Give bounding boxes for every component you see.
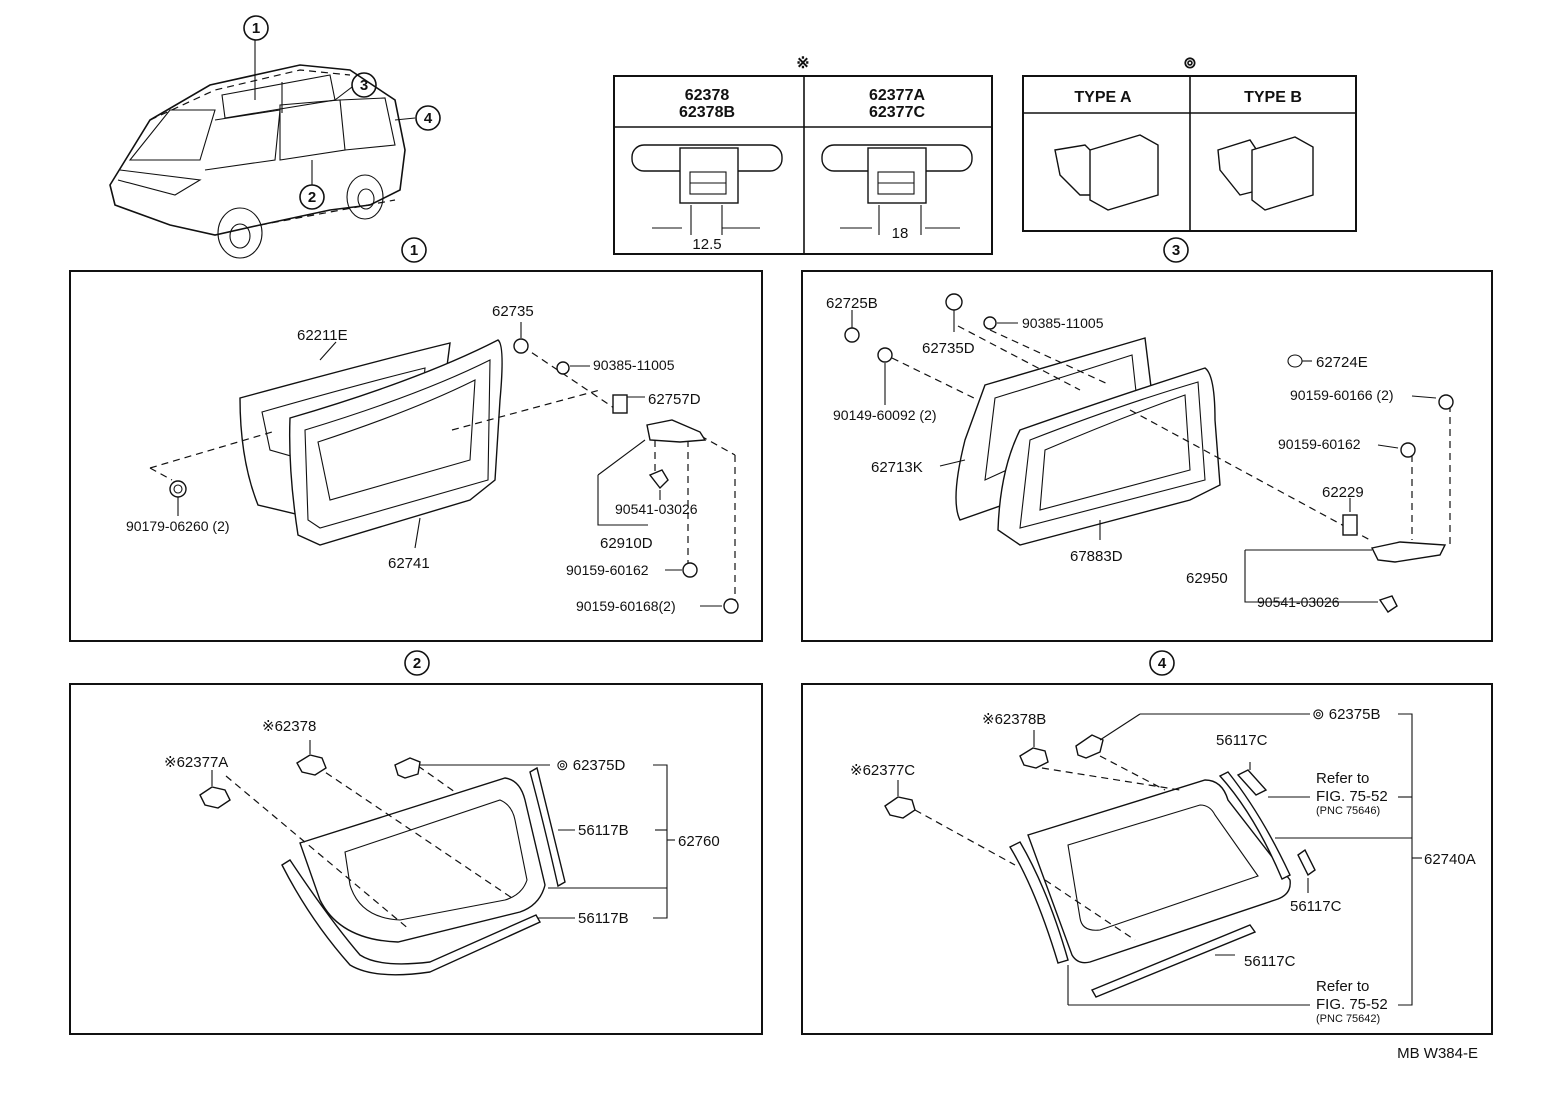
van-callout-3-text: 3: [360, 77, 368, 94]
clip-dim-2: 18: [892, 225, 909, 242]
s1-label-90159-b: 90159-60168(2): [576, 598, 676, 614]
s2-label-62375d: ⊚ 62375D: [556, 757, 625, 774]
s1-label-90159-a: 90159-60162: [566, 562, 649, 578]
s4-label-fig-2: FIG. 75-52: [1316, 996, 1388, 1013]
s2-label-62760: 62760: [678, 833, 720, 850]
s4-label-pnc-1: (PNC 75646): [1316, 805, 1380, 817]
s2-label-62378: ※62378: [262, 718, 316, 735]
s4-label-refer-1: Refer to: [1316, 770, 1369, 787]
footer-code: MB W384-E: [1397, 1045, 1478, 1062]
clip-col1-line2: 62378B: [679, 104, 735, 121]
s3-label-90159-b: 90159-60162: [1278, 436, 1361, 452]
van-callout-4: [415, 105, 441, 131]
type-table-symbol: ⊚: [1183, 55, 1196, 72]
type-table: ⊚ TYPE A TYPE B: [1022, 55, 1357, 232]
type-a-label: TYPE A: [1074, 89, 1132, 106]
section-4-callout: [1149, 650, 1175, 676]
van-illustration: 1 3 4 2: [109, 15, 441, 259]
s1-label-90385: 90385-11005: [593, 357, 675, 373]
s3-label-67883d: 67883D: [1070, 548, 1123, 565]
s3-label-62950: 62950: [1186, 570, 1228, 587]
s2-label-56117b-1: 56117B: [578, 822, 629, 839]
clip-col2-line1: 62377A: [869, 87, 925, 104]
s2-label-56117b-2: 56117B: [578, 910, 629, 927]
s1-label-62741: 62741: [388, 555, 430, 572]
s4-label-pnc-2: (PNC 75642): [1316, 1013, 1380, 1025]
clip-col2-line2: 62377C: [869, 104, 925, 121]
section-2-number: 2: [413, 655, 421, 672]
van-callout-1-text: 1: [252, 20, 260, 37]
section-3-panel: 62725B 62735D 90385-11005 90149-60092 (2…: [801, 270, 1493, 642]
s1-label-62735: 62735: [492, 303, 534, 320]
s4-label-62375b: ⊚ 62375B: [1312, 706, 1380, 723]
s4-label-refer-2: Refer to: [1316, 978, 1369, 995]
s4-label-56117c-3: 56117C: [1244, 953, 1296, 970]
section-1-panel: 62211E 62735 90385-11005 62757D 90179-06…: [69, 270, 763, 642]
s4-label-62378b: ※62378B: [982, 711, 1046, 728]
van-callout-2-text: 2: [308, 189, 316, 206]
s1-label-62211e: 62211E: [297, 327, 348, 344]
asterisk-clip-table: ※ 62378 62378B 62377A 62377C 12.5 18: [613, 55, 993, 255]
clip-col1-line1: 62378: [685, 87, 730, 104]
s3-label-62735d: 62735D: [922, 340, 975, 357]
section-1-callout: [401, 237, 427, 263]
asterisk-note: ※: [796, 55, 809, 72]
s3-label-90159-a: 90159-60166 (2): [1290, 387, 1394, 403]
s2-label-62377a: ※62377A: [164, 754, 228, 771]
s3-label-62229: 62229: [1322, 484, 1364, 501]
s4-label-fig-1: FIG. 75-52: [1316, 788, 1388, 805]
s3-label-90385: 90385-11005: [1022, 315, 1104, 331]
section-4-number: 4: [1158, 655, 1167, 672]
s1-label-90541: 90541-03026: [615, 501, 698, 517]
s3-label-62725b: 62725B: [826, 295, 878, 312]
van-callout-3: [351, 72, 377, 98]
section-3-callout: [1163, 237, 1189, 263]
s4-label-62377c: ※62377C: [850, 762, 915, 779]
section-2-callout: [404, 650, 430, 676]
s4-label-56117c-1: 56117C: [1216, 732, 1268, 749]
s3-label-90149: 90149-60092 (2): [833, 407, 937, 423]
s4-label-56117c-2: 56117C: [1290, 898, 1342, 915]
van-callout-1: [243, 15, 269, 41]
section-4-panel: ※62378B ※62377C ⊚ 62375B 56117C Refer to…: [801, 683, 1493, 1035]
section-3-number: 3: [1172, 242, 1180, 259]
s3-label-90541: 90541-03026: [1257, 594, 1340, 610]
section-2-panel: ※62378 ※62377A ⊚ 62375D 56117B 62760 561…: [69, 683, 763, 1035]
clip-dim-1: 12.5: [692, 236, 721, 253]
s3-label-62713k: 62713K: [871, 459, 923, 476]
s4-label-62740a: 62740A: [1424, 851, 1476, 868]
s3-label-62724e: 62724E: [1316, 354, 1368, 371]
s1-label-62757d: 62757D: [648, 391, 701, 408]
van-callout-4-text: 4: [424, 110, 433, 127]
section-1-number: 1: [410, 242, 418, 259]
type-b-label: TYPE B: [1244, 89, 1302, 106]
s1-label-62910d: 62910D: [600, 535, 653, 552]
s1-label-90179: 90179-06260 (2): [126, 518, 230, 534]
van-callout-2: [299, 184, 325, 210]
